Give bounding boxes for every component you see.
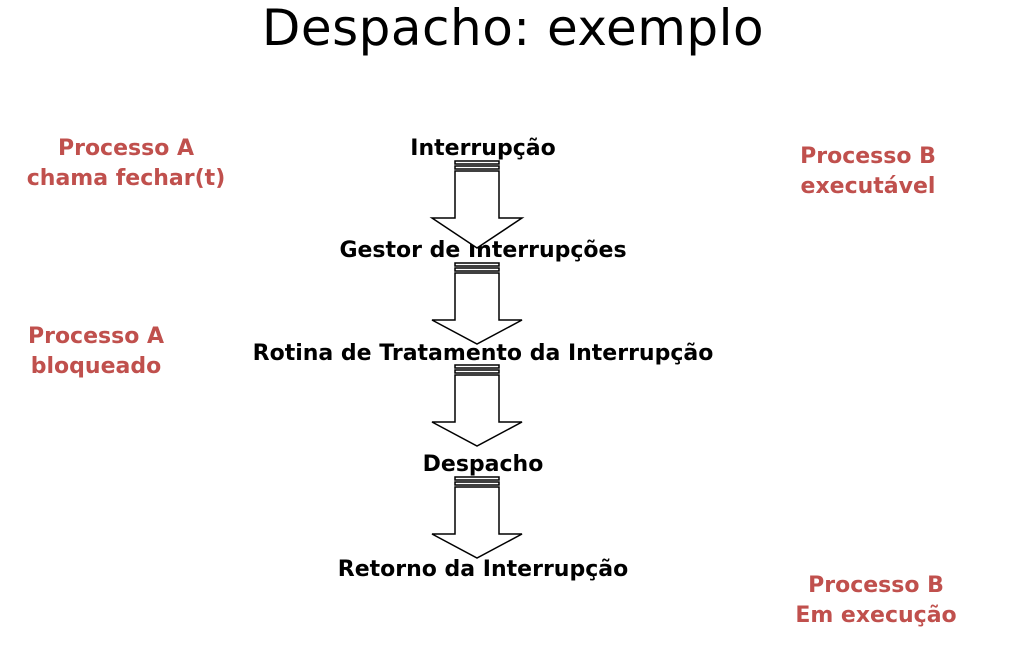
note-line-2: executável <box>800 174 936 199</box>
note-line-2: bloqueado <box>30 354 162 379</box>
step-interrupt: Interrupção <box>410 136 556 161</box>
note-line-1: Processo B <box>808 573 944 598</box>
note-line-2: chama fechar(t) <box>26 166 226 191</box>
note-line-1: Processo A <box>57 136 195 161</box>
note-process-b-running: Processo B Em execução <box>776 571 976 631</box>
flow-arrow-2 <box>431 262 523 345</box>
note-process-a-calls-close: Processo A chama fechar(t) <box>8 134 244 194</box>
slide-title: Despacho: exemplo <box>261 0 765 57</box>
flow-arrow-4 <box>431 476 523 559</box>
step-interrupt-return: Retorno da Interrupção <box>337 557 629 582</box>
note-process-a-blocked: Processo A bloqueado <box>10 322 182 382</box>
flow-arrow-3 <box>431 364 523 447</box>
note-line-2: Em execução <box>795 603 957 628</box>
note-line-1: Processo A <box>27 324 165 349</box>
step-dispatch: Despacho <box>422 452 544 477</box>
note-line-1: Processo B <box>800 144 936 169</box>
flow-arrow-1 <box>429 160 525 249</box>
note-process-b-ready: Processo B executável <box>776 142 960 202</box>
step-interrupt-handler-routine: Rotina de Tratamento da Interrupção <box>252 341 714 366</box>
